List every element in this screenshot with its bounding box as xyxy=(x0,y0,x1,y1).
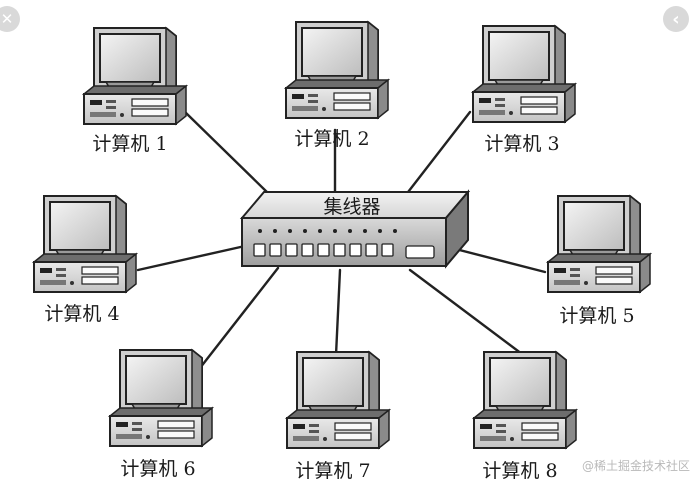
watermark: @稀土掘金技术社区 xyxy=(582,458,690,473)
computer-label: 计算机 8 xyxy=(482,460,557,482)
link-pc3 xyxy=(403,110,472,198)
connection-lines xyxy=(136,110,547,370)
link-pc6 xyxy=(198,266,280,370)
computer-icon xyxy=(286,351,390,449)
computer-label: 计算机 7 xyxy=(295,460,370,482)
computer-2: 计算机 2 xyxy=(285,21,389,150)
computer-6: 计算机 6 xyxy=(109,349,213,480)
computer-icon xyxy=(285,21,389,119)
computer-icon xyxy=(109,349,213,447)
link-pc8 xyxy=(408,268,532,362)
computer-7: 计算机 7 xyxy=(286,351,390,482)
computer-label: 计算机 6 xyxy=(120,458,195,480)
close-icon[interactable]: ✕ xyxy=(0,6,20,32)
hub-device xyxy=(239,189,471,269)
computer-icon xyxy=(33,195,137,293)
computer-4: 计算机 4 xyxy=(33,195,137,325)
computer-1: 计算机 1 xyxy=(83,27,187,155)
computer-icon xyxy=(83,27,187,125)
link-pc1 xyxy=(183,110,272,197)
chevron-left-icon[interactable]: ‹ xyxy=(663,6,689,32)
computer-label: 计算机 1 xyxy=(92,133,167,155)
link-pc7 xyxy=(334,268,342,357)
computer-5: 计算机 5 xyxy=(547,195,651,327)
link-pc4 xyxy=(136,244,247,272)
hub-label: 集线器 xyxy=(323,196,380,218)
computer-label: 计算机 4 xyxy=(44,303,119,325)
computer-icon xyxy=(547,195,651,293)
computer-8: 计算机 8 xyxy=(473,351,577,482)
computer-label: 计算机 2 xyxy=(294,128,369,150)
computer-label: 计算机 3 xyxy=(484,133,559,155)
computer-icon xyxy=(473,351,577,449)
computer-3: 计算机 3 xyxy=(472,25,576,155)
computer-icon xyxy=(472,25,576,123)
computer-label: 计算机 5 xyxy=(559,305,634,327)
